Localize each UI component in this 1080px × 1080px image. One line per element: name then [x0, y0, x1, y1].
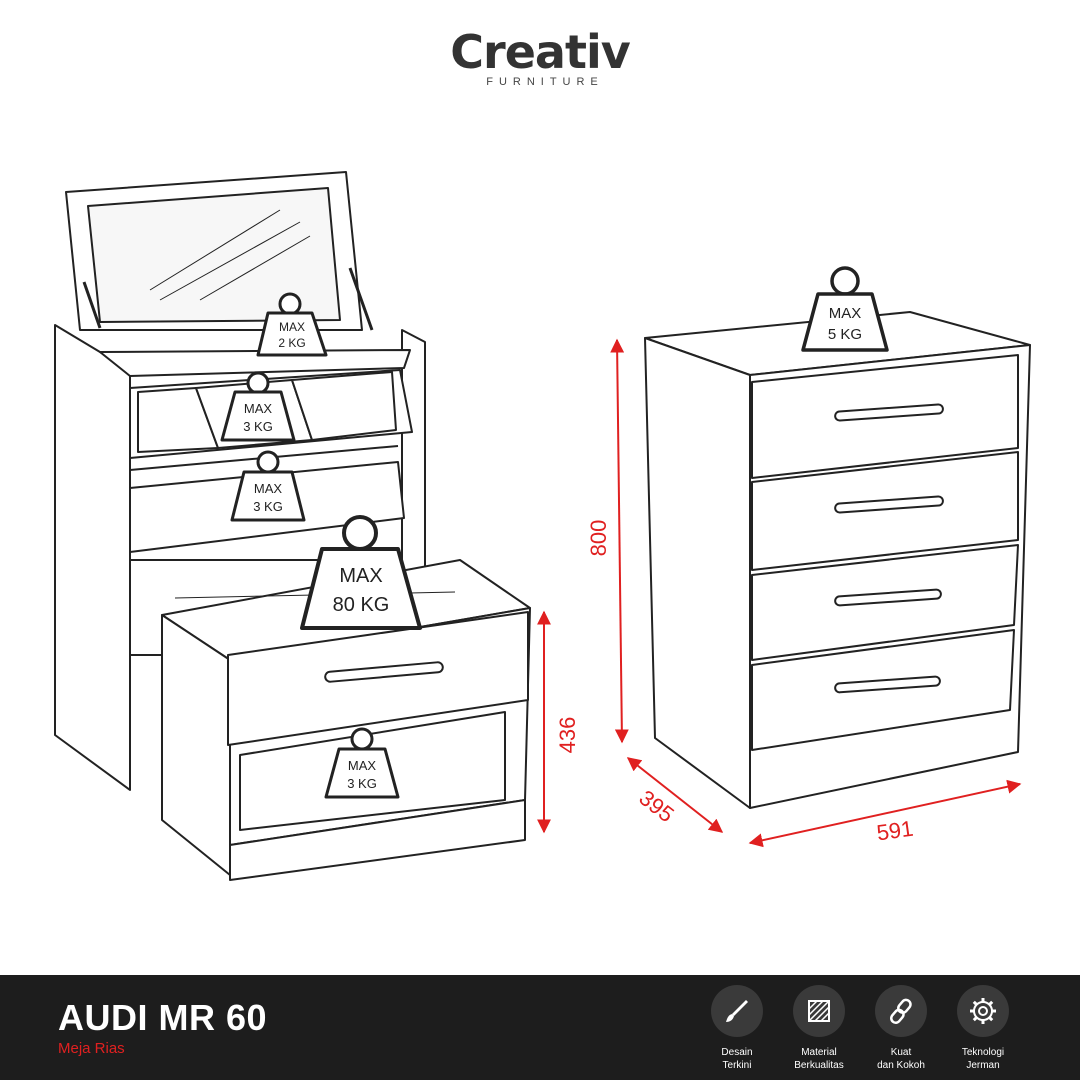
feature-label: Teknologi Jerman: [961, 1047, 1005, 1071]
drawer-handle-1: [834, 403, 944, 422]
brand-name: Creativ: [450, 25, 630, 79]
stool-side: [161, 614, 231, 876]
weight-mirror-shelf: MAX 2 KG: [256, 292, 328, 357]
weight-label: MAX: [829, 305, 862, 322]
weight-value: 2 KG: [278, 336, 305, 350]
dim-depth: 395: [634, 785, 678, 827]
weight-value: 3 KG: [253, 499, 283, 514]
compartment-right: [291, 371, 397, 441]
dim-stool-height: 436: [555, 717, 580, 754]
dim-line-depth: [626, 757, 724, 833]
weight-label: MAX: [244, 401, 273, 416]
feature-kuat: Kuat dan Kokoh: [864, 985, 938, 1072]
weight-label: MAX: [348, 758, 377, 773]
product-subtitle: Meja Rias: [58, 1040, 125, 1057]
footer-bar: AUDI MR 60 Meja Rias Desain Terkini Mate…: [0, 975, 1080, 1080]
drawer-handle-4: [834, 675, 941, 694]
dimension-lines: [537, 338, 1022, 848]
furniture-drawing: MAX 2 KG MAX 3 KG MAX 3 KG MAX 80 KG MAX…: [54, 171, 1031, 881]
weight-stool-top: MAX 80 KG: [300, 515, 422, 630]
brush-icon: [711, 985, 763, 1037]
product-info: AUDI MR 60 Meja Rias: [58, 997, 267, 1057]
feature-teknologi: Teknologi Jerman: [946, 985, 1020, 1072]
feature-desain: Desain Terkini: [700, 985, 774, 1072]
gear-icon: [957, 985, 1009, 1037]
material-icon: [793, 985, 845, 1037]
feature-label: Kuat dan Kokoh: [877, 1047, 925, 1071]
drawer-handle-2: [834, 495, 944, 514]
feature-label: Material Berkualitas: [794, 1047, 844, 1071]
weight-label: MAX: [254, 481, 283, 496]
weight-tray-compartments: MAX 3 KG: [220, 371, 296, 442]
mirror-glass: [87, 187, 341, 323]
drawer-handle-3: [834, 588, 942, 607]
stool-base: [229, 799, 526, 881]
feature-list: Desain Terkini Material Berkualitas Kuat…: [700, 985, 1020, 1072]
dim-width: 591: [875, 816, 915, 846]
weight-label: MAX: [279, 320, 305, 334]
weight-chest-top: MAX 5 KG: [801, 266, 889, 352]
stool-drawer-handle: [324, 661, 444, 683]
chain-link-icon: [875, 985, 927, 1037]
dim-height: 800: [586, 520, 611, 557]
weight-label: MAX: [339, 565, 382, 587]
weight-value: 5 KG: [828, 326, 862, 343]
brand-tagline: FURNITURE: [486, 76, 604, 88]
feature-label: Desain Terkini: [721, 1047, 753, 1071]
weight-vanity-drawer: MAX 3 KG: [230, 450, 306, 522]
vanity-left-side: [54, 324, 131, 791]
chest-drawer-2: [751, 451, 1019, 571]
chest-of-drawers: [644, 311, 1031, 809]
weight-value: 3 KG: [347, 776, 377, 791]
weight-stool-drawer: MAX 3 KG: [324, 727, 400, 799]
feature-material: Material Berkualitas: [782, 985, 856, 1072]
dim-line-width: [748, 779, 1022, 848]
product-name: AUDI MR 60: [58, 997, 268, 1038]
weight-value: 80 KG: [333, 594, 390, 616]
chest-side: [644, 337, 751, 809]
dim-line-height: [610, 338, 629, 744]
brand-logo: Creativ FURNITURE: [0, 26, 1080, 88]
weight-value: 3 KG: [243, 419, 273, 434]
